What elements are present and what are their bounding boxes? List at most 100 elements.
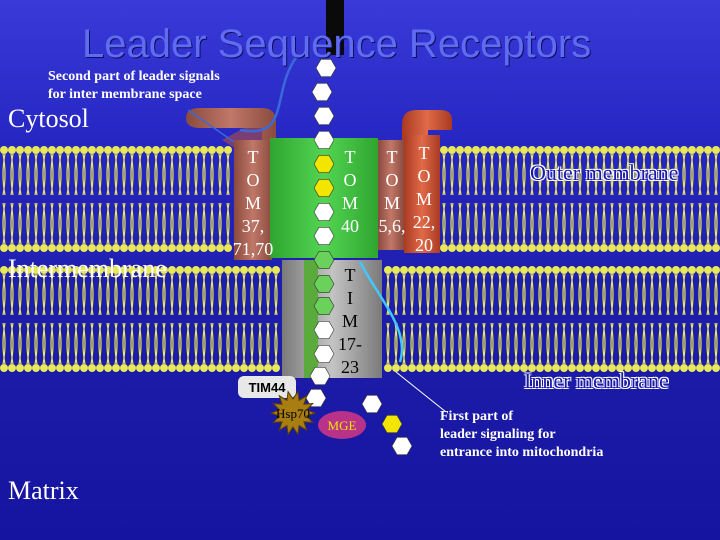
- lipid-tail: [410, 273, 414, 316]
- lipid-tail: [234, 322, 238, 365]
- lipid-tail: [130, 322, 134, 365]
- lipid-head: [656, 146, 664, 154]
- lipid-head: [520, 146, 528, 154]
- lipid-tail: [202, 322, 206, 365]
- lipid-tail: [642, 202, 646, 245]
- lipid-tail: [618, 153, 622, 196]
- lipid-head: [432, 364, 440, 372]
- lipid-tail: [626, 273, 630, 316]
- lipid-head: [416, 364, 424, 372]
- lipid-tail: [106, 322, 110, 365]
- lipid-tail: [34, 153, 38, 196]
- lipid-tail: [250, 273, 254, 316]
- bead-hexagon-icon: [313, 107, 335, 125]
- lipid-tail: [82, 273, 86, 316]
- lipid-tail: [690, 202, 694, 245]
- lipid-tail: [146, 273, 150, 316]
- lipid-head: [240, 364, 248, 372]
- lipid-tail: [602, 322, 606, 365]
- lipid-tail: [714, 202, 718, 245]
- lipid-head: [40, 146, 48, 154]
- lipid-head: [504, 146, 512, 154]
- lipid-tail: [2, 202, 6, 245]
- lipid-tail: [450, 273, 454, 316]
- lipid-tail: [514, 153, 518, 196]
- lipid-tail: [170, 322, 174, 365]
- lipid-tail: [610, 202, 614, 245]
- tom56-letter-m: M: [383, 193, 400, 213]
- presequence-line-tim: [358, 261, 404, 363]
- precursor-chain: [305, 58, 413, 456]
- lipid-head: [40, 244, 48, 252]
- lipid-tail: [234, 322, 238, 365]
- lipid-tail: [474, 202, 478, 245]
- lipid-head: [544, 146, 552, 154]
- lipid-tail: [706, 273, 710, 316]
- lipid-head: [216, 266, 224, 274]
- lipid-tail: [82, 322, 86, 365]
- lipid-tail: [146, 322, 150, 365]
- bead-hexagon-icon: [313, 251, 335, 270]
- tim44-label: TIM44: [249, 380, 287, 395]
- lipid-head: [496, 266, 504, 274]
- note-entry-line-1: First part of: [440, 409, 514, 424]
- lipid-tail: [506, 322, 510, 365]
- lipid-head: [152, 266, 160, 274]
- lipid-head: [512, 146, 520, 154]
- lipid-head: [640, 146, 648, 154]
- lipid-tail: [594, 273, 598, 316]
- label-inner-membrane: Inner membrane: [524, 368, 669, 393]
- lipid-head: [24, 364, 32, 372]
- lipid-tail: [130, 153, 134, 196]
- lipid-tail: [386, 273, 390, 316]
- lipid-tail: [114, 322, 118, 365]
- lipid-tail: [490, 273, 494, 316]
- lipid-head: [616, 364, 624, 372]
- lipid-head: [544, 364, 552, 372]
- lipid-tail: [226, 322, 230, 365]
- lipid-tail: [450, 153, 454, 196]
- lipid-tail: [714, 322, 718, 365]
- lipid-head: [480, 364, 488, 372]
- bead-hexagon-icon: [381, 414, 403, 434]
- lipid-tail: [634, 202, 638, 245]
- lipid-head: [696, 244, 704, 252]
- lipid-tail: [458, 153, 462, 196]
- lipid-tail: [442, 322, 446, 365]
- lipid-tail: [594, 202, 598, 245]
- lipid-tail: [506, 273, 510, 316]
- tom40-letter-o: O: [343, 170, 357, 190]
- lipid-tail: [138, 273, 142, 316]
- lipid-tail: [178, 202, 182, 245]
- lipid-tail: [698, 273, 702, 316]
- lipid-head: [56, 364, 64, 372]
- lipid-head: [184, 146, 192, 154]
- lipid-tail: [602, 273, 606, 316]
- lipid-head: [144, 244, 152, 252]
- lipid-tail: [178, 273, 182, 316]
- lipid-tail: [690, 202, 694, 245]
- lipid-tail: [634, 273, 638, 316]
- lipid-tail: [178, 322, 182, 365]
- tom22-letter-t: T: [418, 143, 430, 163]
- lipid-tail: [146, 153, 150, 196]
- lipid-head: [56, 266, 64, 274]
- lipid-tail: [506, 322, 510, 365]
- tim1723-channel: [282, 260, 382, 378]
- lipid-head: [72, 146, 80, 154]
- tim-number-2: 23: [341, 357, 359, 377]
- lipid-tail: [674, 202, 678, 245]
- lipid-tail: [698, 153, 702, 196]
- lipid-tail: [202, 202, 206, 245]
- lipid-tail: [10, 273, 14, 316]
- lipid-tail: [10, 153, 14, 196]
- lipid-tail: [658, 273, 662, 316]
- lipid-tail: [434, 273, 438, 316]
- lipid-head: [640, 266, 648, 274]
- lipid-tail: [66, 273, 70, 316]
- lipid-head: [656, 266, 664, 274]
- lipid-tail: [194, 202, 198, 245]
- lipid-tail: [474, 153, 478, 196]
- lipid-head: [576, 364, 584, 372]
- lipid-head: [88, 266, 96, 274]
